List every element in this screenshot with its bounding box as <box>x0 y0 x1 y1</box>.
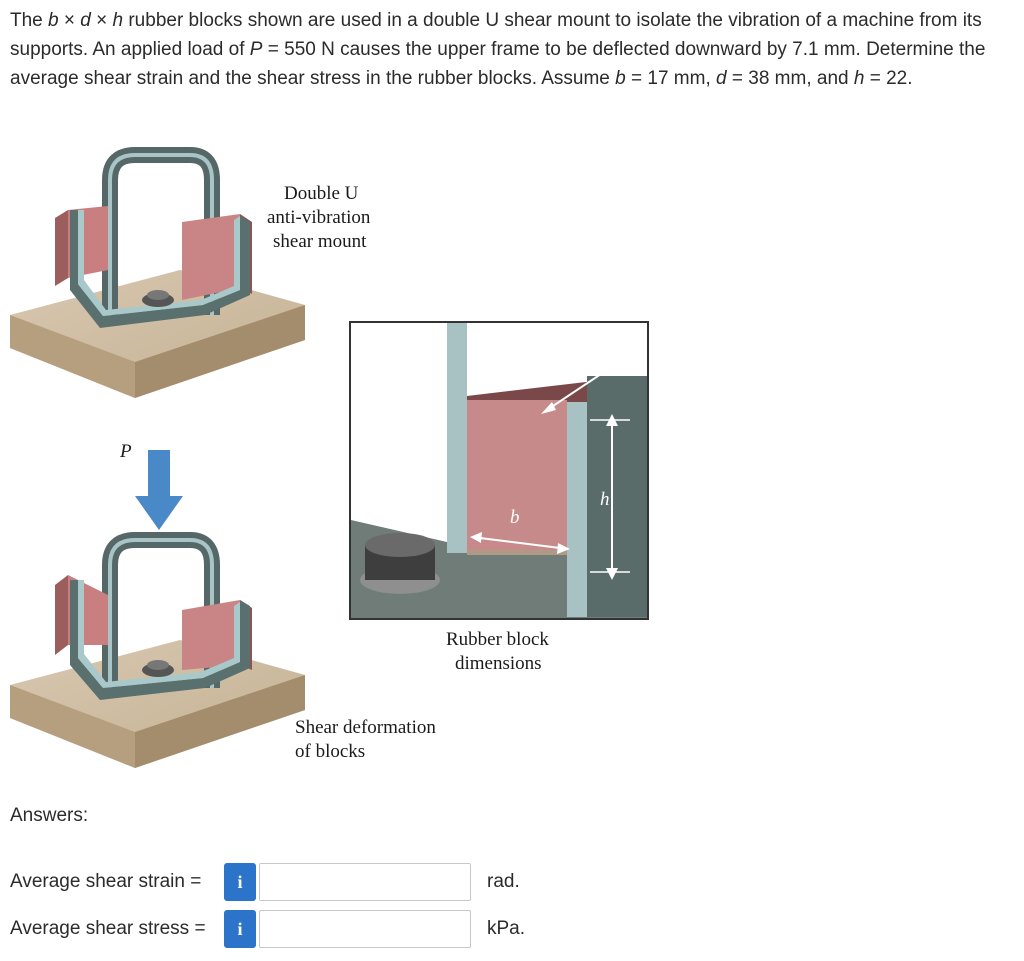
var-d: d <box>80 10 91 31</box>
shear-strain-label: Average shear strain = <box>10 871 202 892</box>
lower-mount <box>10 532 305 768</box>
var-p: P <box>249 39 263 60</box>
dim-h-label: h <box>600 489 610 510</box>
load-arrow <box>135 450 183 530</box>
problem-statement: The b × d × h rubber blocks shown are us… <box>10 10 986 89</box>
label-load-p: P <box>120 441 132 462</box>
detail-box <box>349 321 649 620</box>
label-shear-line1: Shear deformation <box>295 717 436 738</box>
label-mount-line3: shear mount <box>273 231 367 252</box>
dim-b-label: b <box>510 507 520 528</box>
mount-illustration <box>10 147 649 768</box>
shear-stress-unit: kPa. <box>487 918 526 939</box>
info-icon[interactable]: i <box>224 863 256 901</box>
upper-mount <box>10 147 305 398</box>
var-b: b <box>48 10 59 31</box>
label-dims-line2: dimensions <box>455 653 542 674</box>
shear-mount-figure: Double U anti-vibration shear mount P d … <box>0 140 660 790</box>
shear-stress-input[interactable] <box>259 910 471 948</box>
var-h: h <box>112 10 124 31</box>
dim-d-label: d <box>563 364 573 385</box>
shear-strain-row: Average shear strain = i rad. <box>10 862 520 902</box>
label-mount-line2: anti-vibration <box>267 207 371 228</box>
label-mount-line1: Double U <box>284 183 359 204</box>
shear-strain-input[interactable] <box>259 863 471 901</box>
label-dims-line1: Rubber block <box>446 629 549 650</box>
answers-heading: Answers: <box>10 805 89 826</box>
info-icon[interactable]: i <box>224 910 256 948</box>
label-shear-line2: of blocks <box>295 741 366 762</box>
shear-stress-label: Average shear stress = <box>10 918 206 939</box>
shear-stress-row: Average shear stress = i kPa. <box>10 909 525 949</box>
shear-strain-unit: rad. <box>487 871 520 892</box>
